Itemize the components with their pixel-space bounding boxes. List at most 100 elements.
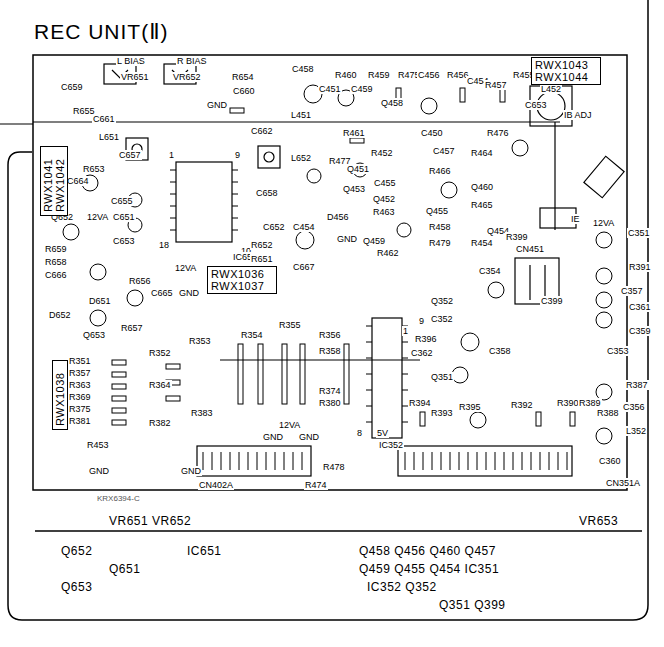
part-label: C358 (488, 346, 512, 356)
part-number: RWX1041 (42, 150, 54, 212)
part-label: 9 (234, 150, 241, 160)
part-number-box: RWX1038 (52, 360, 68, 430)
part-label: 1 (168, 150, 175, 160)
part-location-list: Q458 Q456 Q460 Q457 (358, 544, 497, 558)
part-number: RWX1038 (54, 364, 66, 426)
part-label: C657 (118, 150, 142, 160)
part-label: R354 (240, 330, 264, 340)
part-label: R465 (470, 200, 494, 210)
part-location-list: Q652 (60, 544, 93, 558)
part-label: R457 (484, 80, 508, 90)
part-label: C354 (478, 266, 502, 276)
part-label: R394 (408, 398, 432, 408)
part-label: R458 (428, 222, 452, 232)
part-label: R652 (250, 240, 274, 250)
part-label: R382 (148, 418, 172, 428)
part-label: Q453 (342, 184, 366, 194)
part-label: L452 (540, 84, 562, 94)
part-label: R353 (188, 336, 212, 346)
part-label: R375 (68, 404, 92, 414)
part-label: R454 (470, 238, 494, 248)
part-location-list: Q653 (60, 580, 93, 594)
part-label: R369 (68, 392, 92, 402)
part-label: C655 (110, 196, 134, 206)
part-label: 5V (376, 428, 389, 438)
part-label: R459 (367, 70, 391, 80)
part-number-box: RWX1041RWX1042 (40, 146, 68, 216)
part-label: R464 (470, 148, 494, 158)
part-label: R BIAS (176, 56, 208, 66)
part-label: R363 (68, 380, 92, 390)
part-location-list: Q651 (108, 562, 141, 576)
part-location-list: IC352 Q352 (366, 580, 438, 594)
part-label: C659 (60, 82, 84, 92)
part-label: D652 (48, 310, 72, 320)
part-label: Q451 (346, 164, 370, 174)
part-label: R466 (428, 166, 452, 176)
part-label: R656 (128, 276, 152, 286)
part-label: GND (88, 466, 110, 476)
part-label: R463 (372, 207, 396, 217)
part-label: VR652 (172, 72, 202, 82)
part-label: 12VA (174, 263, 197, 273)
part-label: R387 (625, 380, 649, 390)
part-label: IB ADJ (563, 110, 593, 120)
part-label: D651 (88, 296, 112, 306)
part-label: GND (180, 466, 202, 476)
part-label: R651 (250, 254, 274, 264)
part-label: R453 (86, 440, 110, 450)
part-label: C362 (410, 348, 434, 358)
part-label: R381 (68, 416, 92, 426)
part-label: D456 (326, 212, 350, 222)
part-label: GND (262, 432, 284, 442)
part-number: RWX1037 (211, 280, 273, 292)
part-label: R479 (428, 238, 452, 248)
part-label: C454 (292, 222, 316, 232)
part-label: R374 (318, 386, 342, 396)
part-label: 1 (402, 326, 409, 336)
part-label: 18 (158, 240, 170, 250)
part-label: Q459 (362, 236, 386, 246)
part-location-list: IC651 (186, 544, 223, 558)
part-number: RWX1036 (211, 268, 273, 280)
part-label: R390 (556, 398, 580, 408)
part-label: L451 (290, 110, 312, 120)
part-label: R658 (44, 257, 68, 267)
part-label: R352 (148, 348, 172, 358)
part-label: Q460 (470, 182, 494, 192)
part-label: R391 (628, 262, 652, 272)
part-label: C653 (112, 236, 136, 246)
part-label: C661 (92, 114, 116, 124)
part-label: L652 (290, 153, 312, 163)
part-label: R357 (68, 368, 92, 378)
part-label: GND (178, 288, 200, 298)
part-label: C658 (255, 188, 279, 198)
part-label: Q351 (430, 372, 454, 382)
part-label: R653 (82, 164, 106, 174)
part-label: C652 (262, 222, 286, 232)
part-label: C351 (627, 228, 651, 238)
part-location-list: Q351 Q399 (438, 598, 507, 612)
part-number: RWX1044 (535, 71, 597, 83)
part-label: R461 (342, 128, 366, 138)
part-label: C458 (291, 64, 315, 74)
part-label: C667 (292, 262, 316, 272)
part-label: C353 (606, 346, 630, 356)
part-label: C459 (350, 84, 374, 94)
part-label: 12VA (592, 218, 615, 228)
part-label: 9 (418, 316, 425, 326)
part-label: GND (206, 100, 228, 110)
part-location-list: Q459 Q455 Q454 IC351 (358, 562, 500, 576)
part-label: Q455 (425, 206, 449, 216)
part-label: L BIAS (116, 56, 146, 66)
part-number: RWX1043 (535, 59, 597, 71)
part-label: IE (570, 214, 581, 224)
part-label: VR651 (120, 72, 150, 82)
part-label: R383 (190, 408, 214, 418)
part-label: C352 (430, 314, 454, 324)
part-label: R364 (148, 380, 172, 390)
part-label: R452 (370, 148, 394, 158)
part-label: C457 (432, 146, 456, 156)
part-label: C456 (417, 70, 441, 80)
